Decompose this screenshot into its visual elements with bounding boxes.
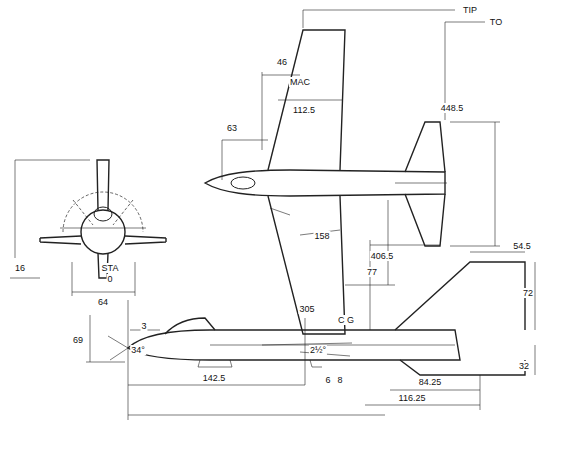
dim-overall [128,415,385,416]
dimension-label: 34° [130,345,146,355]
stabilizer-plan-lower [405,194,445,246]
dim-69 [86,362,125,363]
dimension-label: 142.5 [202,373,227,383]
stabilizer-plan-upper [405,122,445,172]
dim-448 [450,246,500,247]
fin-side [395,262,525,330]
dimension-label: 305 [298,304,315,314]
dim-54 [470,252,525,253]
dim-to [445,22,485,23]
canopy-side [165,318,215,334]
dimension-label: C G [337,315,355,325]
dim-64 [135,262,136,296]
dimension-label: 84.25 [418,377,443,387]
dim-front [15,160,16,258]
dimension-label: 69 [72,335,84,345]
dimension-label: 63 [226,123,238,133]
dimension-label: 46 [276,57,288,67]
dim-16 [10,278,40,279]
dimension-label: 72 [522,288,534,298]
dimension-label: 77 [366,267,378,277]
dim-tip [303,10,304,28]
dim-46 [262,72,263,150]
side-fairing [210,345,455,346]
fin-plan [395,183,447,184]
wing-front [40,236,166,244]
canopy-front [94,207,112,221]
dim-72 [535,262,536,330]
dimension-label: 116.25 [398,393,427,403]
dimension-label: 2½° [309,345,327,355]
stabilizer-front [60,228,146,229]
dimension-label: 0 [106,274,113,284]
dimension-label: 8 [336,375,343,385]
angle-lines [108,336,350,360]
fin-front-upper [97,160,109,210]
dim-84 [390,390,480,391]
fin-swing-arc [63,192,143,232]
dim-64 [72,292,135,293]
ventral-fin-side [400,360,525,375]
dimension-label: STA [101,263,120,273]
wing-plan-lower [268,196,345,334]
skid [198,360,322,367]
canopy-plan [231,177,255,189]
fuselage-front [81,210,125,254]
dim-32 [535,345,536,375]
mac-chord [278,100,342,101]
dim-69 [90,315,91,362]
dimension-label: MAC [289,77,311,87]
dimension-label: 16 [14,263,26,273]
dim-116 [365,405,480,406]
dim-63 [222,140,268,141]
front-view [10,160,166,296]
dimension-label: 64 [97,297,109,307]
dimension-label: 406.5 [370,251,395,261]
dim-front [15,160,90,161]
dim-448 [495,122,496,246]
side-view [86,240,535,420]
dim-63 [222,140,223,180]
dim-sta [128,300,129,420]
dim-cg [305,318,306,385]
dim-142 [128,385,305,386]
leader [270,208,290,215]
dimension-label: 6 [324,375,331,385]
dimension-label: 158 [313,231,330,241]
dimension-label: TO [489,17,503,27]
dim-448 [450,122,500,123]
dim-tip [303,10,455,11]
dim-116 [480,375,481,410]
dim-406 [370,245,440,246]
wing-plan-upper [268,30,345,170]
dim-77 [388,200,389,285]
dimension-label: 112.5 [292,105,316,115]
plan-view [205,10,500,334]
dimension-label: 54.5 [512,241,532,251]
dim-64 [72,262,73,296]
dim-46 [262,75,300,76]
dimension-label: 32 [518,361,530,371]
dimension-label: TIP [462,5,478,15]
dimension-label: 448.5 [440,103,465,113]
dimension-label: 3 [140,321,147,331]
fuselage-side [128,330,460,360]
